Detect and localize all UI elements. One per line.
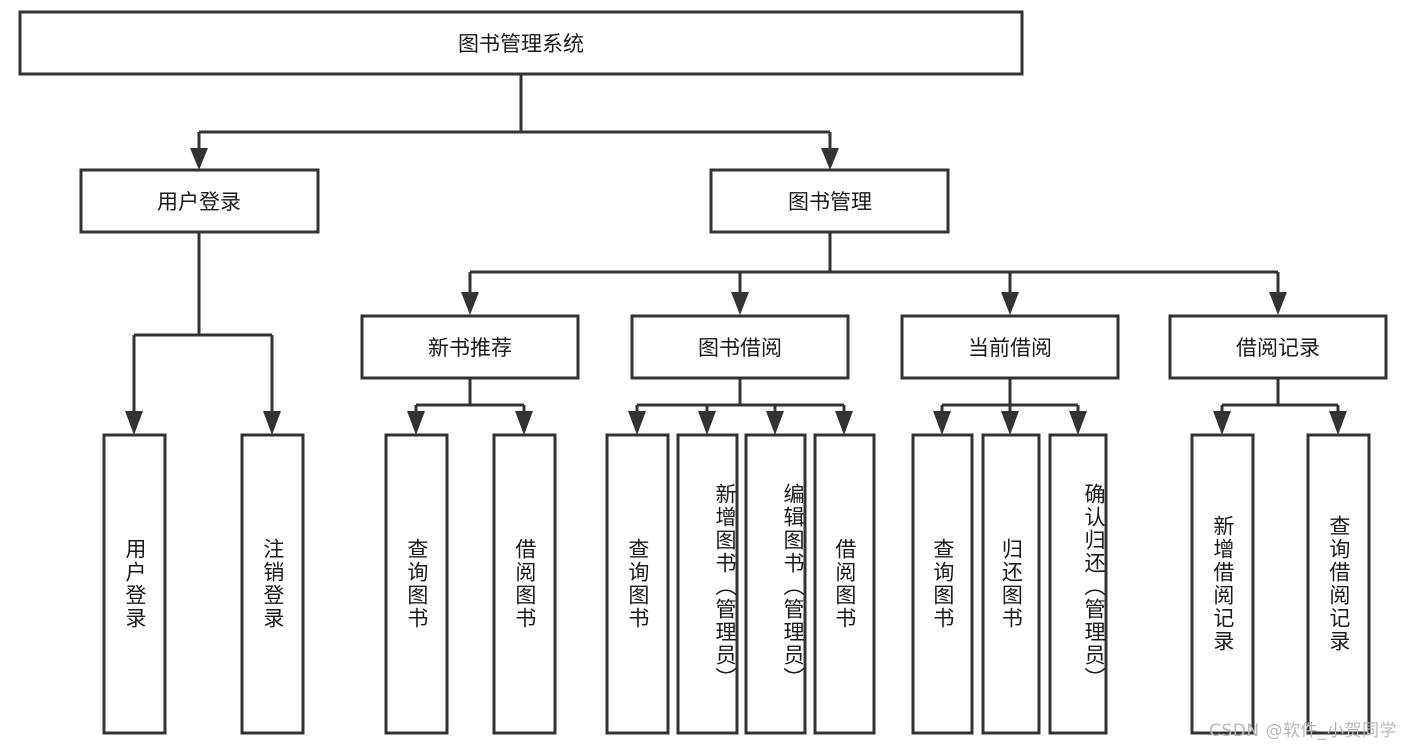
node-borrow-record-label: 借阅记录 [1236, 336, 1320, 360]
node-new-book-recommend-box [360, 314, 580, 380]
node-current-borrow-box [900, 314, 1120, 380]
node-book-borrow[interactable]: 图书借阅 [630, 314, 850, 380]
node-user-login-box [79, 168, 320, 234]
arrow-bookborrow-leaf-1 [698, 411, 716, 435]
leaf-box-book-borrow-3[interactable] [813, 433, 876, 735]
arrow-root-to-user-login [190, 148, 208, 170]
arrow-root-to-book-management [821, 148, 839, 170]
root-node-box [18, 10, 1024, 76]
arrow-bookmgmt-to-borrow [731, 292, 749, 315]
node-new-book-recommend[interactable]: 新书推荐 [360, 314, 580, 380]
arrow-newbook-leaf-1 [515, 411, 533, 435]
leaf-box-new-book-1[interactable] [492, 433, 557, 735]
arrow-bookmgmt-to-current [1001, 292, 1019, 315]
arrow-currentborrow-leaf-2 [1069, 411, 1087, 435]
root-node[interactable]: 图书管理系统 [18, 10, 1024, 76]
leaf-box-current-borrow-2[interactable] [1048, 433, 1108, 735]
leaf-box-user-login-0[interactable] [102, 433, 167, 735]
arrow-bookborrow-leaf-3 [835, 411, 853, 435]
node-user-login-label: 用户登录 [157, 190, 241, 214]
leaf-box-new-book-0[interactable] [384, 433, 449, 735]
node-current-borrow-label: 当前借阅 [968, 336, 1052, 360]
arrow-userlogin-leaf-0 [125, 411, 143, 435]
arrow-bookmgmt-to-record [1269, 292, 1287, 315]
arrow-currentborrow-leaf-0 [933, 411, 951, 435]
connector-userlogin-to-leaves [125, 232, 281, 435]
node-book-management-box [709, 168, 950, 234]
leaf-box-current-borrow-1[interactable] [981, 433, 1041, 735]
connector-bookborrow-to-leaves [628, 378, 853, 435]
connector-newbook-to-leaves [407, 378, 533, 435]
node-borrow-record[interactable]: 借阅记录 [1168, 314, 1388, 380]
arrow-userlogin-leaf-1 [263, 411, 281, 435]
arrow-borrowrecord-leaf-1 [1329, 411, 1347, 435]
arrow-borrowrecord-leaf-0 [1213, 411, 1231, 435]
node-current-borrow[interactable]: 当前借阅 [900, 314, 1120, 380]
node-book-management[interactable]: 图书管理 [709, 168, 950, 234]
node-book-borrow-box [630, 314, 850, 380]
leaf-box-borrow-record-1[interactable] [1306, 433, 1371, 735]
arrow-bookborrow-leaf-2 [766, 411, 784, 435]
leaf-box-borrow-record-0[interactable] [1190, 433, 1255, 735]
leaf-box-book-borrow-1[interactable] [676, 433, 739, 735]
connector-root-to-level1 [190, 74, 839, 170]
node-user-login[interactable]: 用户登录 [79, 168, 320, 234]
arrow-newbook-leaf-0 [407, 411, 425, 435]
node-borrow-record-box [1168, 314, 1388, 380]
connector-currentborrow-to-leaves [933, 378, 1087, 435]
leaf-box-current-borrow-0[interactable] [911, 433, 974, 735]
node-book-borrow-label: 图书借阅 [698, 336, 782, 360]
arrow-bookmgmt-to-newbook [461, 292, 479, 315]
connector-borrowrecord-to-leaves [1213, 378, 1347, 435]
arrow-bookborrow-leaf-0 [628, 411, 646, 435]
arrow-currentborrow-leaf-1 [1001, 411, 1019, 435]
leaf-box-book-borrow-2[interactable] [744, 433, 807, 735]
connector-bookmgmt-to-level2 [461, 232, 1287, 315]
leaf-box-book-borrow-0[interactable] [605, 433, 670, 735]
node-new-book-recommend-label: 新书推荐 [428, 336, 512, 360]
root-node-label: 图书管理系统 [458, 32, 584, 56]
node-book-management-label: 图书管理 [788, 190, 872, 214]
leaf-box-user-login-1[interactable] [240, 433, 305, 735]
